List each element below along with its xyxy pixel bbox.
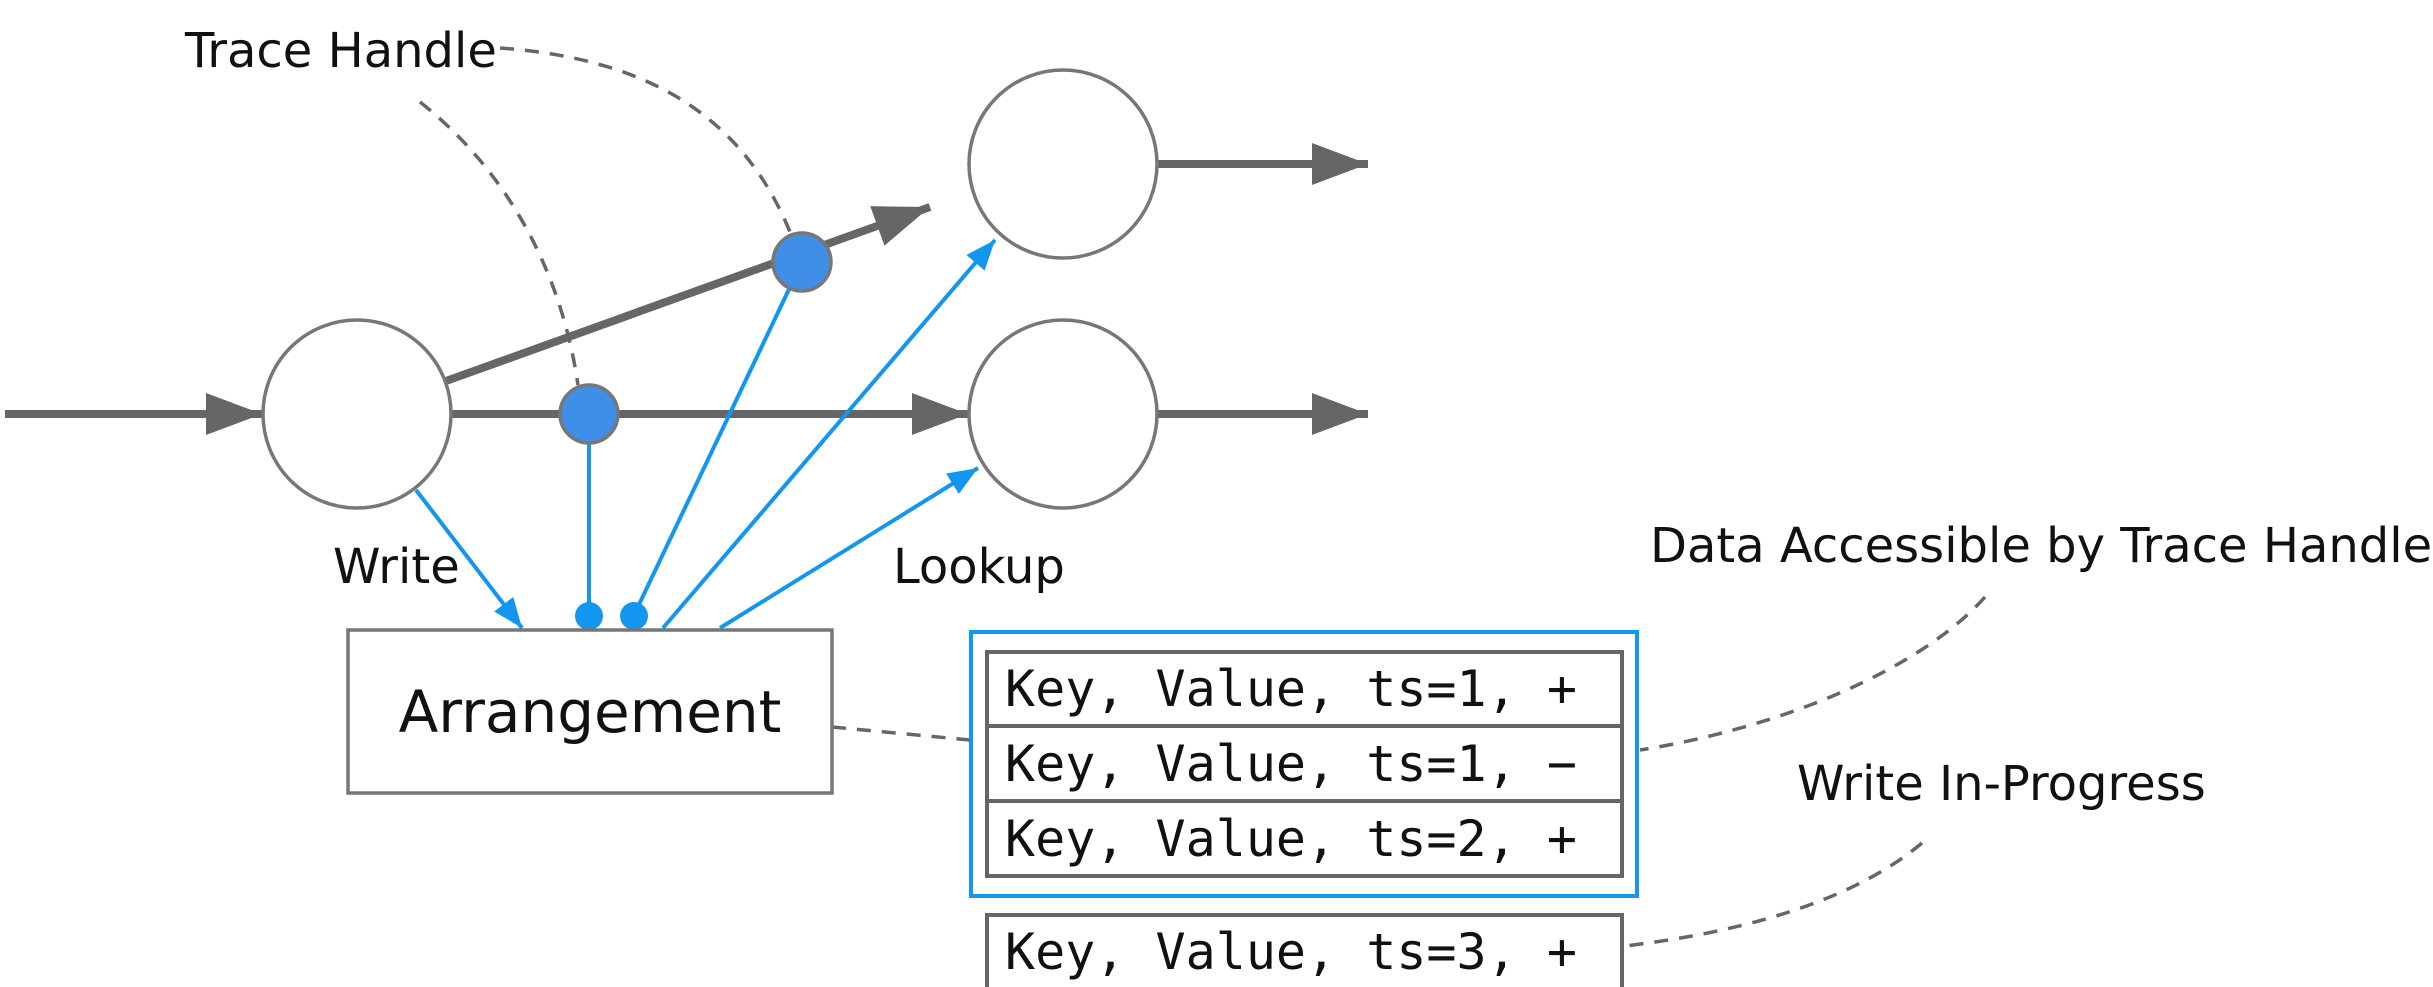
arrangement-label: Arrangement — [399, 678, 782, 746]
trace-handles — [558, 231, 833, 445]
trace-handle-node-upper[interactable] — [771, 231, 833, 293]
arrangement-connections — [414, 238, 997, 630]
trace-handle-label: Trace Handle — [184, 23, 497, 79]
in-progress-record[interactable]: Key, Value, ts=3, + — [985, 913, 1624, 987]
lookup-label: Lookup — [893, 539, 1065, 595]
trace-handle-node-lower[interactable] — [558, 383, 620, 445]
lookup-arrow-lower — [718, 466, 980, 630]
record-text: Key, Value, ts=3, + — [1005, 923, 1577, 981]
trace-handle-endpoint — [620, 602, 648, 630]
record-row[interactable]: Key, Value, ts=1, + — [985, 650, 1624, 728]
trace-handle-callout-upper — [499, 46, 792, 233]
data-accessible-callout — [1639, 595, 1987, 752]
data-accessible-label: Data Accessible by Trace Handle — [1650, 518, 2432, 574]
write-label: Write — [333, 539, 460, 595]
arrangement-to-records-callout — [831, 725, 971, 742]
record-text: Key, Value, ts=1, − — [1005, 735, 1577, 793]
source-operator[interactable] — [261, 318, 453, 510]
dataflow-edges — [5, 143, 1368, 435]
callout-curves — [418, 46, 1987, 948]
operators — [261, 68, 1159, 510]
record-text: Key, Value, ts=1, + — [1005, 660, 1577, 718]
record-text: Key, Value, ts=2, + — [1005, 810, 1577, 868]
trace-handle-callout-lower — [418, 100, 580, 386]
arrangement-box[interactable]: Arrangement — [346, 628, 834, 795]
trace-handle-link-upper — [632, 261, 804, 616]
upper-operator[interactable] — [967, 68, 1159, 260]
write-in-progress-label: Write In-Progress — [1797, 756, 2206, 812]
accessible-records: Key, Value, ts=1, + Key, Value, ts=1, − … — [969, 630, 1639, 898]
lower-operator[interactable] — [967, 318, 1159, 510]
record-row[interactable]: Key, Value, ts=2, + — [985, 799, 1624, 878]
edge-to-upper-operator — [444, 203, 932, 385]
write-arrow — [414, 488, 524, 630]
write-in-progress-callout — [1624, 841, 1924, 948]
lookup-arrow-upper — [661, 238, 997, 630]
record-row[interactable]: Key, Value, ts=1, − — [985, 724, 1624, 803]
trace-handle-endpoint — [575, 602, 603, 630]
